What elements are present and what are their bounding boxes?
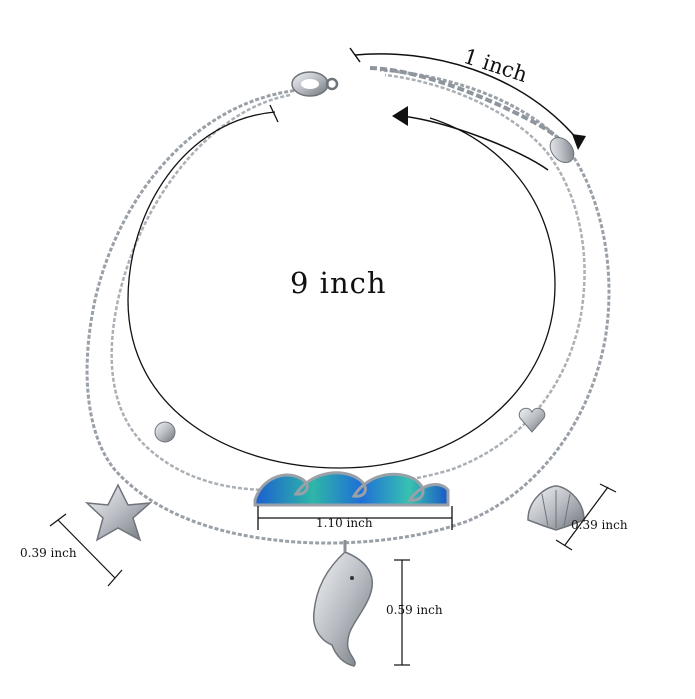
extender-arc-inner (401, 115, 549, 171)
length-arc (127, 111, 556, 469)
extender-drop-icon (549, 136, 575, 164)
starfish-charm-icon (84, 483, 153, 542)
bracelet-length-label: 9 inch (290, 266, 387, 300)
bead-icon (154, 421, 176, 443)
arrow-icon (572, 134, 586, 150)
outer-chain (85, 68, 611, 545)
shell-size-label: 0.39 inch (571, 518, 628, 532)
dolphin-size-label: 0.59 inch (386, 603, 443, 617)
wave-width-label: 1.10 inch (316, 516, 373, 530)
starfish-size-label: 0.39 inch (20, 546, 77, 560)
lobster-clasp-icon (291, 71, 339, 97)
extender-chain (369, 66, 562, 142)
extender-arc-outer (354, 53, 579, 141)
arrow-icon (392, 106, 408, 126)
heart-charm-icon (518, 407, 546, 433)
wave-pendant-icon (253, 471, 450, 507)
dolphin-charm-icon (312, 540, 373, 667)
